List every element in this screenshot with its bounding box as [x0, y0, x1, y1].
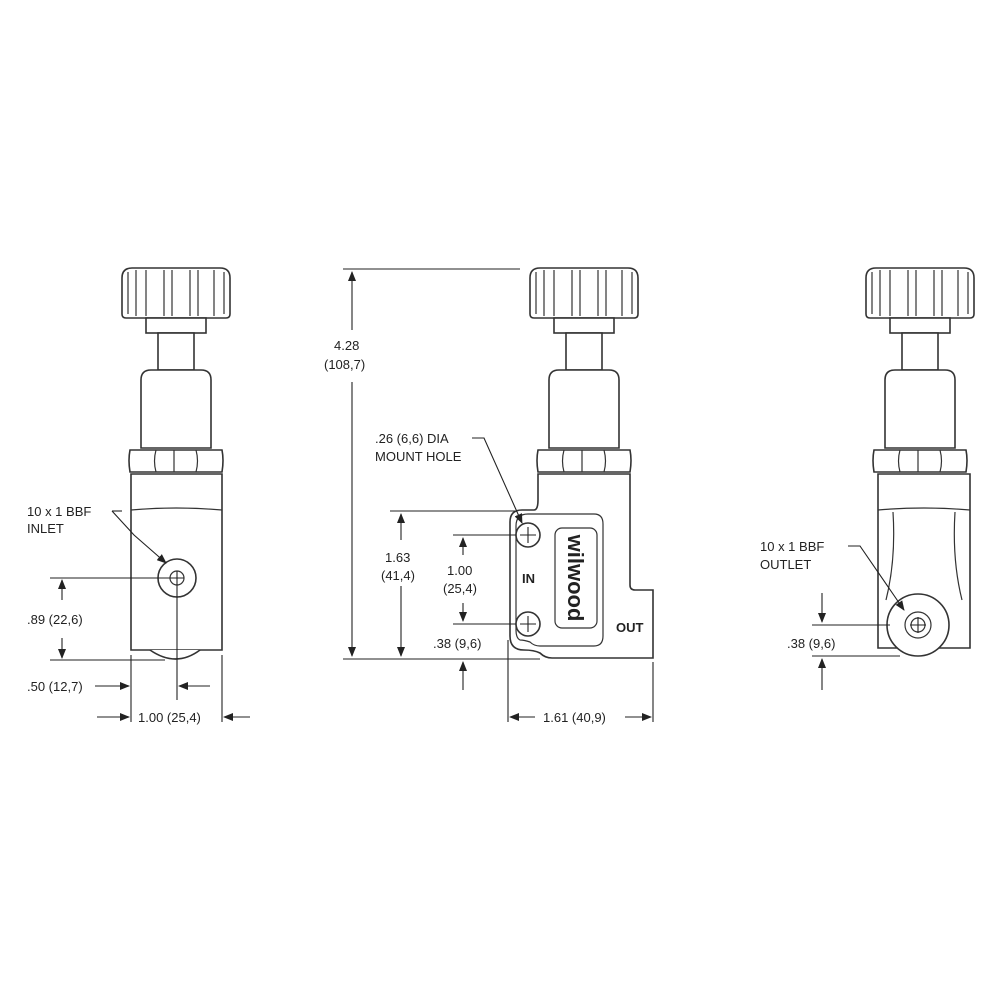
wilwood-logo: wilwood	[563, 534, 588, 622]
dim-overall-height-metric: (108,7)	[324, 357, 365, 372]
center-view: wilwood IN OUT 4.28 (108,7) .26 (6,6) DI…	[324, 267, 654, 725]
label-out: OUT	[616, 620, 644, 635]
dim-inlet-offset: .50 (12,7)	[27, 679, 83, 694]
outlet-callout-line2: OUTLET	[760, 557, 811, 572]
dim-left-width: 1.00 (25,4)	[138, 710, 201, 725]
inlet-callout-line2: INLET	[27, 521, 64, 536]
label-in: IN	[522, 571, 535, 586]
right-view: 10 x 1 BBF OUTLET .38 (9,6)	[760, 267, 975, 690]
dim-outlet-height: .38 (9,6)	[787, 636, 835, 651]
dim-inlet-height: .89 (22,6)	[27, 612, 83, 627]
dim-mount-height: 1.63	[385, 550, 410, 565]
left-view: 10 x 1 BBF INLET .89 (22,6) .50 (12,7) 1…	[27, 267, 250, 725]
dim-bottom-offset: .38 (9,6)	[433, 636, 481, 651]
dim-overall-height: 4.28	[334, 338, 359, 353]
dim-mount-height-metric: (41,4)	[381, 568, 415, 583]
mount-hole-callout-line1: .26 (6,6) DIA	[375, 431, 449, 446]
dim-hole-spacing-metric: (25,4)	[443, 581, 477, 596]
outlet-callout-line1: 10 x 1 BBF	[760, 539, 824, 554]
inlet-callout-line1: 10 x 1 BBF	[27, 504, 91, 519]
dim-center-width: 1.61 (40,9)	[543, 710, 606, 725]
dim-hole-spacing: 1.00	[447, 563, 472, 578]
mount-hole-callout-line2: MOUNT HOLE	[375, 449, 462, 464]
